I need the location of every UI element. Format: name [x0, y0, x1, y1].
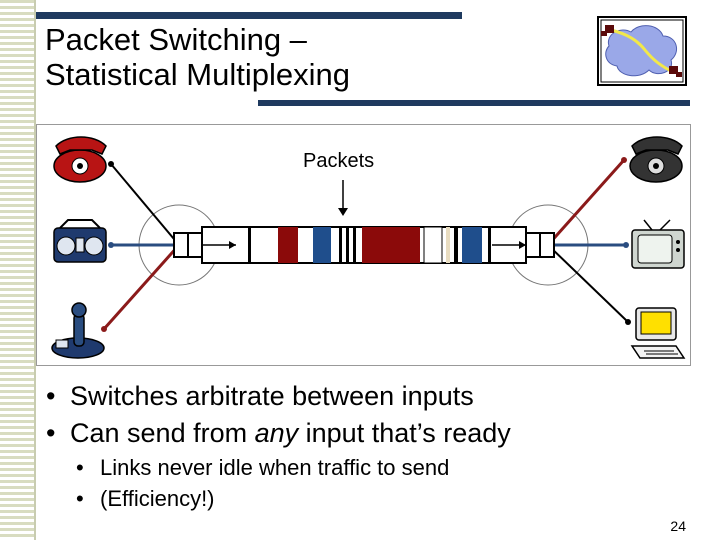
packet	[346, 227, 349, 263]
packet	[313, 227, 331, 263]
packets-label: Packets	[303, 150, 374, 173]
packet	[278, 227, 298, 263]
decorative-stripe	[0, 0, 34, 540]
slide-title: Packet Switching – Statistical Multiplex…	[45, 22, 350, 92]
title-underline-bar	[258, 100, 690, 106]
computer-icon	[632, 308, 684, 358]
bullet-item: •Can send from any input that’s ready	[46, 415, 511, 452]
bullet-item: •Switches arbitrate between inputs	[46, 378, 511, 415]
packet	[488, 227, 491, 263]
title-line-2: Statistical Multiplexing	[45, 57, 350, 92]
packet	[462, 227, 482, 263]
packet	[424, 227, 442, 263]
packet	[339, 227, 342, 263]
telephone-icon	[54, 137, 106, 182]
network-cloud-icon	[597, 16, 687, 86]
sub-bullet-item: •(Efficiency!)	[46, 483, 511, 514]
packet	[446, 227, 450, 263]
telephone-icon	[630, 137, 682, 182]
title-line-1: Packet Switching –	[45, 22, 350, 57]
packet	[362, 227, 420, 263]
packet	[353, 227, 356, 263]
bullet-list: •Switches arbitrate between inputs •Can …	[46, 378, 511, 514]
packet	[454, 227, 458, 263]
page-number: 24	[670, 518, 686, 534]
title-accent-bar	[36, 12, 462, 19]
sub-bullet-item: •Links never idle when traffic to send	[46, 452, 511, 483]
packet	[248, 227, 251, 263]
